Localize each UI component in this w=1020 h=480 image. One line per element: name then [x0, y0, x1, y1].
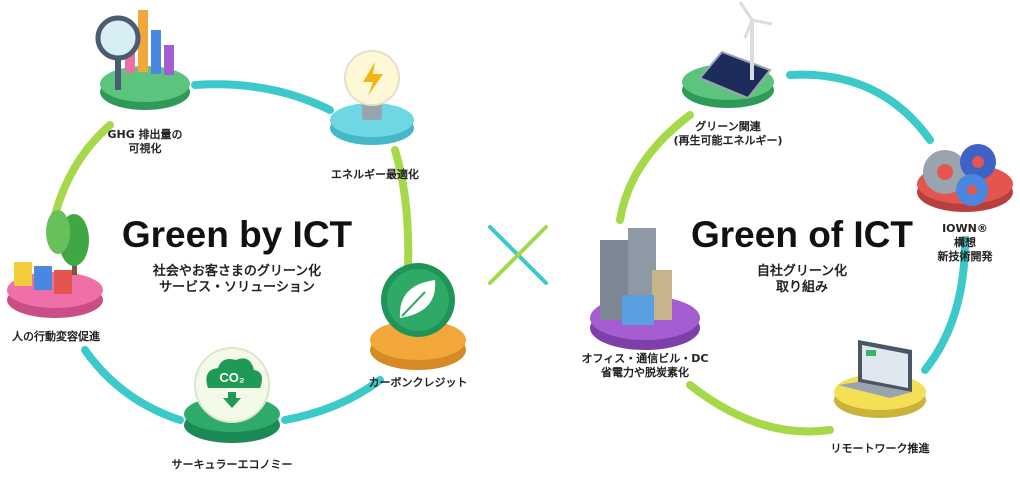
co2-text: CO₂: [219, 370, 245, 385]
label-office-buildings: オフィス・通信ビル・DC 省電力や脱炭素化: [581, 352, 709, 379]
gears-icon: [917, 144, 1013, 212]
green-by-ict-subtitle: 社会やお客さまのグリーン化 サービス・ソリューション: [152, 264, 322, 295]
green-of-ict-title: Green of ICT: [690, 214, 914, 255]
ghg-visualization-icon: [95, 10, 190, 110]
right-cycle-ring: [616, 70, 969, 436]
label-carbon-credit: カーボンクレジット: [368, 376, 468, 389]
label-green-related: グリーン関連 (再生可能エネルギー): [673, 120, 783, 147]
light-bulb-icon: [330, 50, 414, 145]
cross-symbol-icon: [488, 225, 548, 285]
label-circular-economy: サーキュラーエコノミー: [171, 458, 293, 471]
office-buildings-icon: [590, 228, 700, 350]
leaf-icon: [370, 263, 466, 370]
co2-cloud-icon: [184, 347, 280, 443]
green-by-ict-title: Green by ICT: [121, 214, 353, 255]
solar-panel-wind-turbine-icon: [682, 1, 774, 108]
label-ghg-visualization: GHG 排出量の 可視化: [107, 128, 183, 155]
left-cycle-ring: [51, 80, 413, 424]
label-energy-optimization: エネルギー最適化: [331, 168, 419, 181]
label-remote-work: リモートワーク推進: [830, 442, 930, 455]
recycle-bins-trees-icon: [7, 210, 103, 318]
label-iown-tech: IOWN® 構想 新技術開発: [937, 222, 993, 263]
label-behavior-change: 人の行動変容促進: [12, 330, 100, 343]
laptop-icon: [834, 340, 926, 418]
green-of-ict-subtitle: 自社グリーン化 取り組み: [756, 264, 848, 295]
